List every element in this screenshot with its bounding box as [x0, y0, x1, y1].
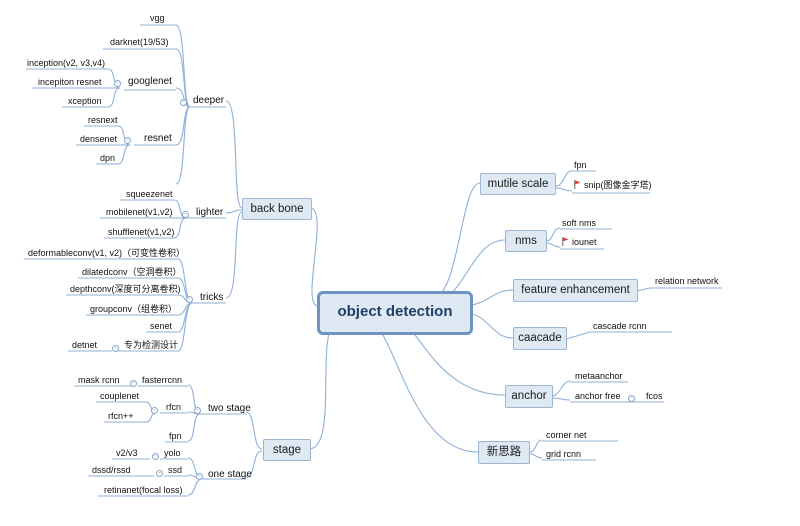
leaf-fpn[interactable]: fpn — [574, 160, 587, 170]
leaf-soft-nms[interactable]: soft nms — [562, 218, 597, 228]
node-cascade[interactable]: caacade — [513, 327, 567, 350]
leaf-dpn[interactable]: dpn — [100, 153, 116, 163]
leaf-fpn-stage[interactable]: fpn — [169, 431, 182, 441]
leaf-rfcn[interactable]: rfcn — [166, 402, 182, 412]
collapse-toggle-icon[interactable]: − — [196, 473, 203, 480]
red-flag-icon — [562, 237, 569, 246]
leaf-yolo-versions[interactable]: v2/v3 — [116, 448, 138, 458]
collapse-toggle-icon[interactable]: − — [114, 80, 121, 87]
collapse-toggle-icon[interactable]: − — [156, 470, 163, 477]
leaf-incepiton-resnet[interactable]: incepiton resnet — [38, 77, 102, 87]
leaf-detection-specific[interactable]: 专为检测设计 — [124, 340, 179, 350]
node-multiscale[interactable]: mutile scale — [480, 173, 556, 195]
leaf-xception[interactable]: xception — [68, 96, 102, 106]
node-deeper[interactable]: deeper — [193, 95, 225, 106]
node-back-bone[interactable]: back bone — [242, 198, 312, 220]
leaf-metaanchor[interactable]: metaanchor — [575, 371, 623, 381]
leaf-resnext[interactable]: resnext — [88, 115, 118, 125]
leaf-relation-network[interactable]: relation network — [655, 276, 719, 286]
red-flag-icon — [574, 180, 581, 189]
leaf-detnet[interactable]: detnet — [72, 340, 98, 350]
node-one-stage[interactable]: one stage — [208, 469, 252, 480]
collapse-toggle-icon[interactable]: − — [112, 345, 119, 352]
leaf-vgg[interactable]: vgg — [150, 13, 165, 23]
leaf-ssd[interactable]: ssd — [168, 465, 183, 475]
node-lighter[interactable]: lighter — [196, 207, 224, 218]
leaf-snip-label: snip(图像金字塔) — [584, 180, 652, 190]
leaf-inception[interactable]: inception(v2, v3,v4) — [27, 58, 106, 68]
leaf-cascade-rcnn[interactable]: cascade rcnn — [593, 321, 647, 331]
leaf-senet[interactable]: senet — [150, 321, 173, 331]
leaf-iounet[interactable]: iounet — [562, 237, 597, 248]
leaf-retinanet[interactable]: retinanet(focal loss) — [104, 485, 183, 495]
collapse-toggle-icon[interactable]: − — [130, 380, 137, 387]
leaf-iounet-label: iounet — [572, 237, 597, 247]
node-two-stage[interactable]: two stage — [208, 403, 251, 414]
collapse-toggle-icon[interactable]: − — [152, 453, 159, 460]
leaf-snip[interactable]: snip(图像金字塔) — [574, 180, 652, 191]
leaf-shufflenet[interactable]: shufflenet(v1,v2) — [108, 227, 175, 237]
leaf-groupconv[interactable]: groupconv（组卷积） — [90, 304, 178, 314]
node-anchor[interactable]: anchor — [505, 385, 553, 408]
leaf-deformableconv[interactable]: deformableconv(v1, v2)（可变性卷积） — [28, 248, 186, 258]
leaf-mask-rcnn[interactable]: mask rcnn — [78, 375, 120, 385]
node-feature-enhancement[interactable]: feature enhancement — [513, 279, 638, 302]
leaf-couplenet[interactable]: couplenet — [100, 391, 140, 401]
node-resnet[interactable]: resnet — [144, 133, 172, 144]
leaf-corner-net[interactable]: corner net — [546, 430, 587, 440]
collapse-toggle-icon[interactable]: − — [194, 407, 201, 414]
collapse-toggle-icon[interactable]: − — [628, 395, 635, 402]
leaf-fasterrcnn[interactable]: fasterrcnn — [142, 375, 183, 385]
leaf-rfcn-plus-plus[interactable]: rfcn++ — [108, 411, 134, 421]
collapse-toggle-icon[interactable]: − — [182, 211, 189, 218]
leaf-dssd-rssd[interactable]: dssd/rssd — [92, 465, 131, 475]
leaf-anchor-free[interactable]: anchor free — [575, 391, 621, 401]
node-googlenet[interactable]: googlenet — [128, 76, 172, 87]
collapse-toggle-icon[interactable]: − — [151, 407, 158, 414]
leaf-grid-rcnn[interactable]: grid rcnn — [546, 449, 582, 459]
leaf-depthconv[interactable]: depthconv(深度可分离卷积) — [70, 284, 181, 294]
leaf-dilatedconv[interactable]: dilatedconv（空洞卷积） — [82, 267, 182, 277]
leaf-darknet[interactable]: darknet(19/53) — [110, 37, 169, 47]
collapse-toggle-icon[interactable]: − — [186, 296, 193, 303]
leaf-mobilenet[interactable]: mobilenet(v1,v2) — [106, 207, 173, 217]
collapse-toggle-icon[interactable]: − — [180, 99, 187, 106]
leaf-yolo[interactable]: yolo — [164, 448, 181, 458]
leaf-fcos[interactable]: fcos — [646, 391, 663, 401]
root-node[interactable]: object detection — [317, 291, 473, 335]
leaf-densenet[interactable]: densenet — [80, 134, 118, 144]
collapse-toggle-icon[interactable]: − — [124, 137, 131, 144]
node-tricks[interactable]: tricks — [200, 292, 224, 303]
node-stage[interactable]: stage — [263, 439, 311, 461]
leaf-squeezenet[interactable]: squeezenet — [126, 189, 173, 199]
node-nms[interactable]: nms — [505, 230, 547, 252]
node-new-ideas[interactable]: 新思路 — [478, 441, 530, 464]
